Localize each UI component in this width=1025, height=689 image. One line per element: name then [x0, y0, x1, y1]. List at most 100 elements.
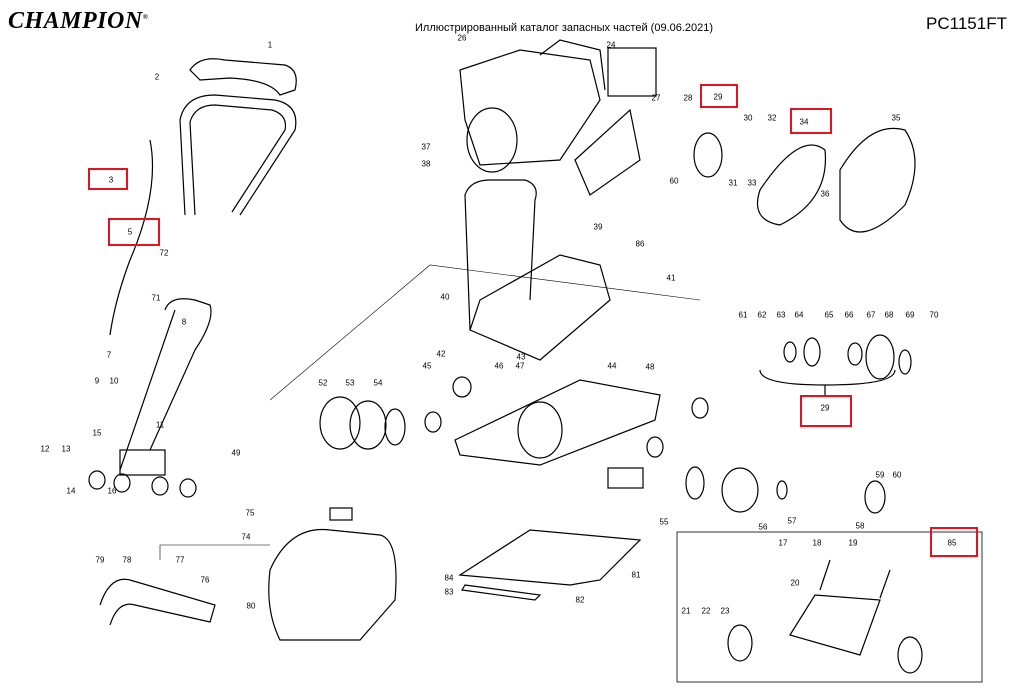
- handle-base: [119, 449, 166, 476]
- part-callout: 45: [422, 361, 432, 371]
- engine: [459, 49, 601, 166]
- part-callout: 86: [635, 239, 645, 249]
- part-callout: 55: [659, 517, 669, 527]
- highlight-box-part-34: [790, 108, 832, 134]
- part-callout: 41: [666, 273, 676, 283]
- part-callout: 66: [844, 310, 854, 320]
- wheel-right: [897, 636, 923, 674]
- throttle-cable: [109, 139, 154, 336]
- part-callout: 81: [631, 570, 641, 580]
- part-callout: 29: [713, 92, 723, 102]
- part-callout: 64: [794, 310, 804, 320]
- part-callout: 40: [440, 292, 450, 302]
- part-callout: 7: [106, 350, 112, 360]
- part-callout: 75: [245, 508, 255, 518]
- part-callout: 35: [891, 113, 901, 123]
- part-callout: 54: [373, 378, 383, 388]
- v-belt: [756, 144, 827, 226]
- lift-handle: [464, 179, 537, 331]
- eccentric-shaft: [607, 467, 644, 489]
- part-callout: 69: [905, 310, 915, 320]
- part-callout: 60: [669, 176, 679, 186]
- part-callout: 17: [778, 538, 788, 548]
- part-callout: 59: [875, 470, 885, 480]
- wheel-left: [727, 624, 753, 662]
- upper-frame: [469, 254, 611, 361]
- part-callout: 83: [444, 587, 454, 597]
- part-callout: 30: [743, 113, 753, 123]
- part-callout: 46: [494, 361, 504, 371]
- part-callout: 74: [241, 532, 251, 542]
- part-callout: 5: [127, 227, 133, 237]
- lower-handle: [119, 298, 212, 471]
- part-callout: 65: [824, 310, 834, 320]
- exciter-housing: [517, 401, 563, 459]
- part-callout: 23: [720, 606, 730, 616]
- handle-grip: [189, 58, 297, 96]
- part-callout: 12: [40, 444, 50, 454]
- part-callout: 60: [892, 470, 902, 480]
- part-callout: 27: [651, 93, 661, 103]
- part-callout: 68: [884, 310, 894, 320]
- part-callout: 39: [593, 222, 603, 232]
- part-callout: 61: [738, 310, 748, 320]
- part-callout: 43: [516, 352, 526, 362]
- clutch-pulley: [693, 132, 723, 178]
- part-callout: 62: [757, 310, 767, 320]
- part-callout: 80: [246, 601, 256, 611]
- part-callout: 14: [66, 486, 76, 496]
- part-callout: 42: [436, 349, 446, 359]
- catalog-title: Иллюстрированный каталог запасных частей…: [415, 22, 714, 34]
- belt-guard: [839, 127, 916, 233]
- part-callout: 10: [109, 376, 119, 386]
- highlight-box-part-29: [800, 395, 852, 427]
- part-callout: 26: [457, 33, 467, 43]
- highlight-box-part-29: [700, 84, 738, 108]
- part-callout: 63: [776, 310, 786, 320]
- part-callout: 82: [575, 595, 585, 605]
- part-callout: 31: [728, 178, 738, 188]
- part-callout: 11: [155, 420, 165, 430]
- part-callout: 44: [607, 361, 617, 371]
- part-callout: 52: [318, 378, 328, 388]
- transport-handle: [99, 578, 216, 626]
- champion-logo: CHAMPION®: [8, 8, 149, 34]
- highlight-box-part-85: [930, 527, 978, 557]
- part-callout: 49: [231, 448, 241, 458]
- part-callout: 32: [767, 113, 777, 123]
- model-number: PC1151FT: [926, 14, 1007, 33]
- wheel-kit-frame: [676, 531, 983, 683]
- part-callout: 13: [61, 444, 71, 454]
- part-callout: 19: [848, 538, 858, 548]
- rubber-mat: [458, 529, 642, 586]
- part-callout: 47: [515, 361, 525, 371]
- part-callout: 53: [345, 378, 355, 388]
- part-callout: 9: [94, 376, 100, 386]
- part-callout: 72: [159, 248, 169, 258]
- part-callout: 48: [645, 362, 655, 372]
- part-callout: 18: [812, 538, 822, 548]
- part-callout: 33: [747, 178, 757, 188]
- fuel-cap: [329, 507, 353, 521]
- part-callout: 3: [108, 175, 114, 185]
- part-callout: 78: [122, 555, 132, 565]
- part-callout: 34: [799, 117, 809, 127]
- part-callout: 15: [92, 428, 102, 438]
- part-callout: 20: [790, 578, 800, 588]
- engine-plate: [574, 108, 641, 196]
- highlight-box-part-3: [88, 168, 128, 190]
- part-callout: 67: [866, 310, 876, 320]
- highlight-box-part-5: [108, 218, 160, 246]
- base-plate: [454, 379, 661, 466]
- part-callout: 70: [929, 310, 939, 320]
- wheel-bracket: [789, 559, 891, 656]
- part-callout: 29: [820, 403, 830, 413]
- part-callout: 21: [681, 606, 691, 616]
- handle-frame: [179, 94, 297, 216]
- part-callout: 8: [181, 317, 187, 327]
- part-callout: 28: [683, 93, 693, 103]
- fuel-hose-box: [607, 47, 657, 97]
- part-callout: 79: [95, 555, 105, 565]
- part-callout: 16: [107, 486, 117, 496]
- part-callout: 56: [758, 522, 768, 532]
